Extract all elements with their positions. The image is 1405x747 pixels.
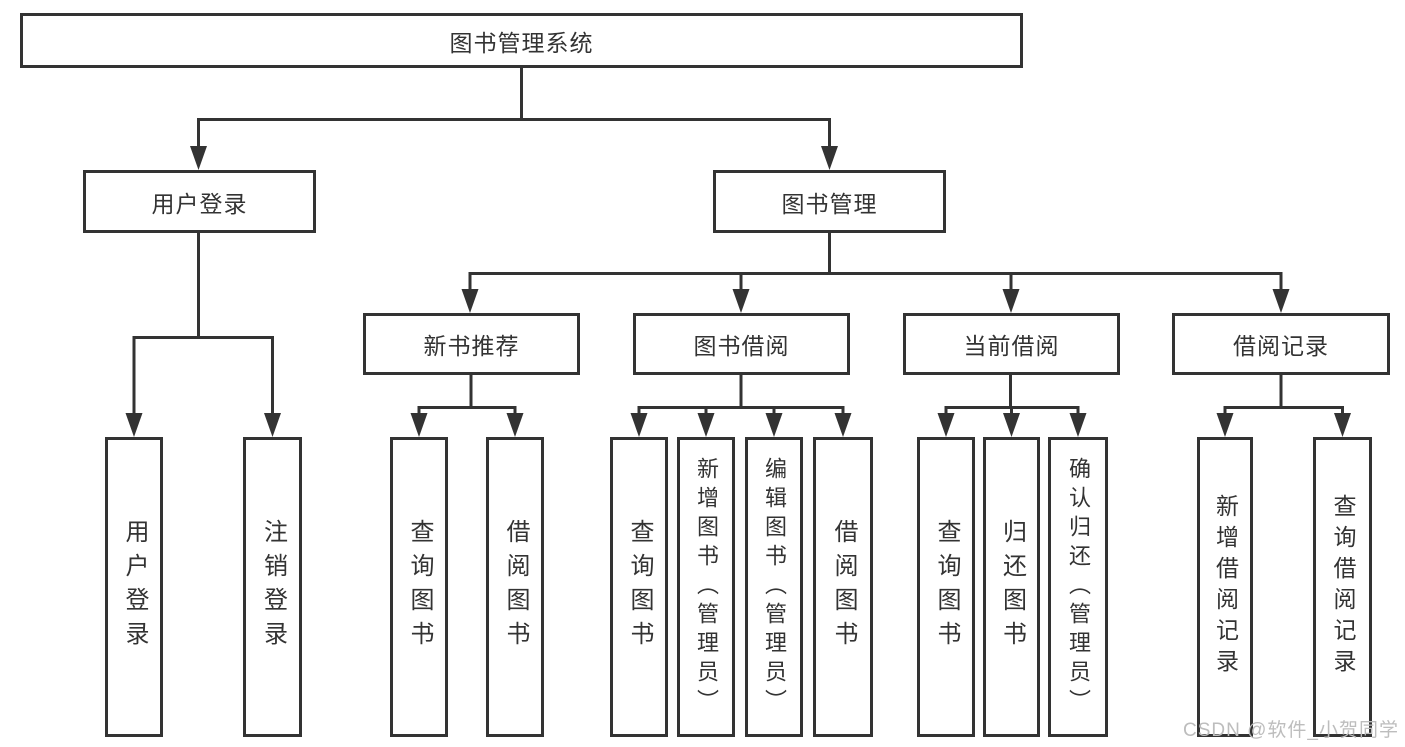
node-label: 用户登录 <box>151 190 248 217</box>
leaf-br-query-record: 查询借阅记录 <box>1313 437 1372 737</box>
arrow-down-icon <box>264 413 281 437</box>
connector-newbook-to-leaves <box>417 375 517 415</box>
arrow-down-icon <box>1003 413 1020 437</box>
arrow-down-icon <box>125 413 143 437</box>
leaf-bb-add-books-admin: 新增图书（管理员） <box>677 437 735 737</box>
leaf-label: 新增借阅记录 <box>1212 494 1239 680</box>
leaf-nbr-query-books: 查询图书 <box>390 437 448 737</box>
node-borrow-records: 借阅记录 <box>1172 313 1390 375</box>
arrow-down-icon <box>461 289 479 313</box>
leaf-label: 查询图书 <box>626 519 653 655</box>
node-root: 图书管理系统 <box>20 13 1023 68</box>
leaf-label: 借阅图书 <box>502 519 529 655</box>
leaf-bb-borrow-books: 借阅图书 <box>813 437 873 737</box>
node-book-borrow: 图书借阅 <box>633 313 850 375</box>
connector-bookmgmt-to-level3 <box>468 233 1283 291</box>
arrow-down-icon <box>1002 289 1020 313</box>
leaf-label: 注销登录 <box>259 519 287 655</box>
leaf-label: 用户登录 <box>121 519 148 655</box>
node-label: 新书推荐 <box>423 333 520 359</box>
node-label: 借阅记录 <box>1233 333 1329 359</box>
arrow-down-icon <box>937 413 955 437</box>
leaf-label: 编辑图书（管理员） <box>762 456 787 718</box>
connector-bookborrow-to-leaves <box>637 375 845 415</box>
leaf-logout-login: 注销登录 <box>243 437 302 737</box>
arrow-down-icon <box>821 146 838 170</box>
leaf-br-add-record: 新增借阅记录 <box>1197 437 1253 737</box>
leaf-bb-edit-books-admin: 编辑图书（管理员） <box>745 437 803 737</box>
node-label: 图书借阅 <box>693 333 790 359</box>
arrow-down-icon <box>1272 289 1290 313</box>
arrow-down-icon <box>190 146 207 170</box>
leaf-nbr-borrow-books: 借阅图书 <box>486 437 544 737</box>
arrow-down-icon <box>1069 413 1087 437</box>
node-root-label: 图书管理系统 <box>449 29 594 56</box>
leaf-cb-return-books: 归还图书 <box>983 437 1040 737</box>
leaf-bb-query-books: 查询图书 <box>610 437 668 737</box>
csdn-watermark: CSDN @软件_小贺同学 <box>1183 720 1399 741</box>
leaf-label: 确认归还（管理员） <box>1066 456 1091 718</box>
arrow-down-icon <box>630 413 648 437</box>
leaf-label: 查询图书 <box>406 519 433 655</box>
leaf-label: 新增图书（管理员） <box>694 456 719 718</box>
arrow-down-icon <box>1216 413 1234 437</box>
node-new-book-recommend: 新书推荐 <box>363 313 580 375</box>
leaf-cb-confirm-return-admin: 确认归还（管理员） <box>1048 437 1108 737</box>
arrow-down-icon <box>697 413 715 437</box>
leaf-user-login: 用户登录 <box>105 437 163 737</box>
arrow-down-icon <box>1334 413 1351 437</box>
arrow-down-icon <box>506 413 524 437</box>
node-user-login-group: 用户登录 <box>83 170 316 233</box>
arrow-down-icon <box>410 413 428 437</box>
node-label: 图书管理 <box>781 190 878 217</box>
arrow-down-icon <box>834 413 852 437</box>
leaf-label: 归还图书 <box>998 519 1026 655</box>
connector-root-to-level2 <box>197 68 831 148</box>
leaf-cb-query-books: 查询图书 <box>917 437 975 737</box>
node-current-borrow: 当前借阅 <box>903 313 1120 375</box>
node-label: 当前借阅 <box>963 333 1060 359</box>
connector-borrowrecords-to-leaves <box>1223 375 1344 415</box>
connector-userlogin-to-leaves <box>132 233 274 415</box>
arrow-down-icon <box>732 289 750 313</box>
connector-currentborrow-to-leaves <box>944 375 1080 415</box>
arrow-down-icon <box>765 413 783 437</box>
leaf-label: 查询借阅记录 <box>1330 494 1356 680</box>
leaf-label: 查询图书 <box>933 519 960 655</box>
leaf-label: 借阅图书 <box>830 519 857 655</box>
node-book-management: 图书管理 <box>713 170 946 233</box>
